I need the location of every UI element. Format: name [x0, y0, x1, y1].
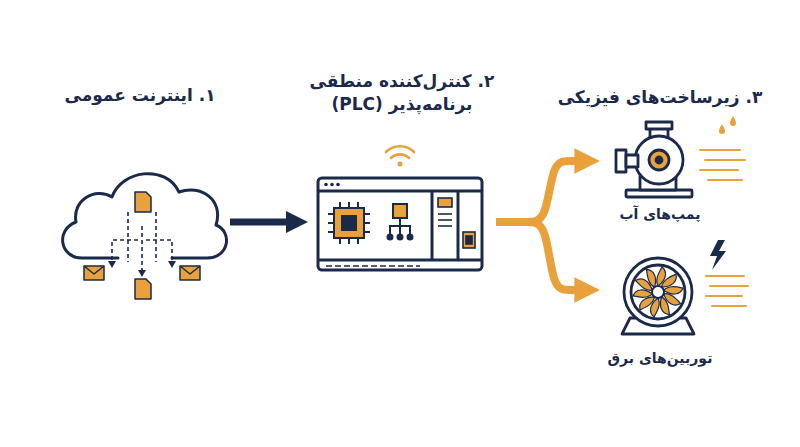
- circuit-icon: [388, 204, 413, 240]
- email-icon: [180, 266, 200, 280]
- turbine-hub: [652, 286, 664, 298]
- motion-lines: [706, 295, 742, 297]
- section-heading-box: ۳. زیرساخت‌های فیزیکی: [550, 86, 770, 109]
- status-dots: [324, 183, 328, 187]
- lightning-icon: [710, 240, 726, 270]
- water-pump-icon: [635, 136, 683, 184]
- section-heading: ۲. کنترل‌کننده منطقی برنامه‌پذیر (PLC): [308, 70, 496, 116]
- plc-housing: [318, 178, 482, 270]
- section-heading: ۳. زیرساخت‌های فیزیکی: [558, 86, 763, 109]
- document-icon: [135, 192, 151, 299]
- chip-icon: [328, 202, 370, 244]
- water-pump-icon: [616, 122, 692, 197]
- circuit-icon: [390, 218, 410, 234]
- email-icon: [84, 266, 104, 274]
- status-dots: [324, 183, 340, 187]
- io-panel: [438, 213, 452, 215]
- flow-arrow: [496, 222, 587, 290]
- section-heading: ۱. اینترنت عمومی: [64, 84, 215, 107]
- device-label: پمپ‌های آب: [620, 205, 701, 224]
- water-pump-icon: [649, 150, 669, 170]
- turbine-icon: [631, 265, 685, 319]
- motion-lines: [705, 159, 745, 161]
- data-flow-lines: [112, 212, 172, 270]
- chip-icon: [334, 208, 364, 238]
- water-pump-icon: [646, 122, 672, 129]
- water-drops: [730, 116, 736, 126]
- cloud-icon: [63, 174, 227, 258]
- io-panel: [326, 265, 420, 267]
- circuit-icon: [388, 235, 393, 240]
- chip-icon: [328, 202, 370, 244]
- turbine-node: توربین‌های برق: [600, 232, 720, 368]
- motion-lines: [712, 305, 746, 307]
- io-panel: [326, 198, 475, 266]
- io-panel: [438, 198, 452, 207]
- circuit-icon: [393, 204, 407, 218]
- flow-arrow: [230, 219, 297, 226]
- water-drops: [719, 124, 725, 134]
- wifi-icon: [398, 162, 403, 167]
- lightning-icon: [710, 240, 726, 270]
- circuit-icon: [398, 235, 403, 240]
- pump-node: پمپ‌های آب: [600, 118, 720, 224]
- data-flow-lines: [141, 226, 143, 270]
- arrow-tips: [108, 261, 176, 277]
- arrow-tips: [138, 270, 146, 277]
- io-panel: [438, 219, 452, 221]
- io-panel: [463, 232, 475, 248]
- arrow-tips: [108, 261, 116, 268]
- email-icon: [84, 266, 104, 280]
- turbine-blades: [632, 267, 684, 317]
- io-panel: [466, 236, 472, 244]
- plc-housing: [457, 191, 460, 260]
- data-flow-lines: [146, 240, 172, 262]
- turbine-hub: [652, 286, 664, 298]
- plc-node: ۲. کنترل‌کننده منطقی برنامه‌پذیر (PLC): [308, 70, 496, 270]
- motion-lines: [700, 149, 740, 151]
- water-drops: [719, 116, 736, 134]
- water-pump-icon: [626, 155, 638, 167]
- wifi-icon: [391, 154, 409, 158]
- plc-housing: [431, 191, 434, 260]
- document-icon: [135, 192, 151, 212]
- data-flow-lines: [155, 212, 157, 262]
- motion-lines: [710, 285, 748, 287]
- motion-lines: [700, 150, 748, 306]
- motion-lines: [708, 179, 742, 181]
- flow-arrow: [496, 161, 587, 222]
- arrow-tips: [168, 261, 176, 268]
- plc-housing: [318, 178, 482, 270]
- water-pump-icon: [616, 150, 626, 172]
- cloud-icon: [63, 174, 227, 258]
- document-icon: [135, 279, 151, 299]
- status-dots: [336, 183, 340, 187]
- status-dots: [330, 183, 334, 187]
- device-label: توربین‌های برق: [608, 349, 713, 368]
- motion-lines: [700, 169, 738, 171]
- turbine-icon: [624, 258, 692, 326]
- email-icon: [84, 266, 200, 280]
- wifi-icon: [386, 146, 414, 152]
- chip-icon: [342, 216, 356, 230]
- motion-lines: [706, 275, 744, 277]
- turbine-blades: [642, 267, 660, 287]
- circuit-icon: [408, 235, 413, 240]
- email-icon: [180, 266, 200, 274]
- data-flow-lines: [127, 212, 129, 262]
- wifi-icon: [386, 146, 414, 166]
- water-pump-icon: [656, 157, 662, 163]
- data-flow-lines: [112, 240, 138, 262]
- io-panel: [438, 225, 452, 227]
- turbine-icon: [622, 258, 694, 334]
- cloud-node: ۱. اینترنت عمومی: [50, 84, 230, 314]
